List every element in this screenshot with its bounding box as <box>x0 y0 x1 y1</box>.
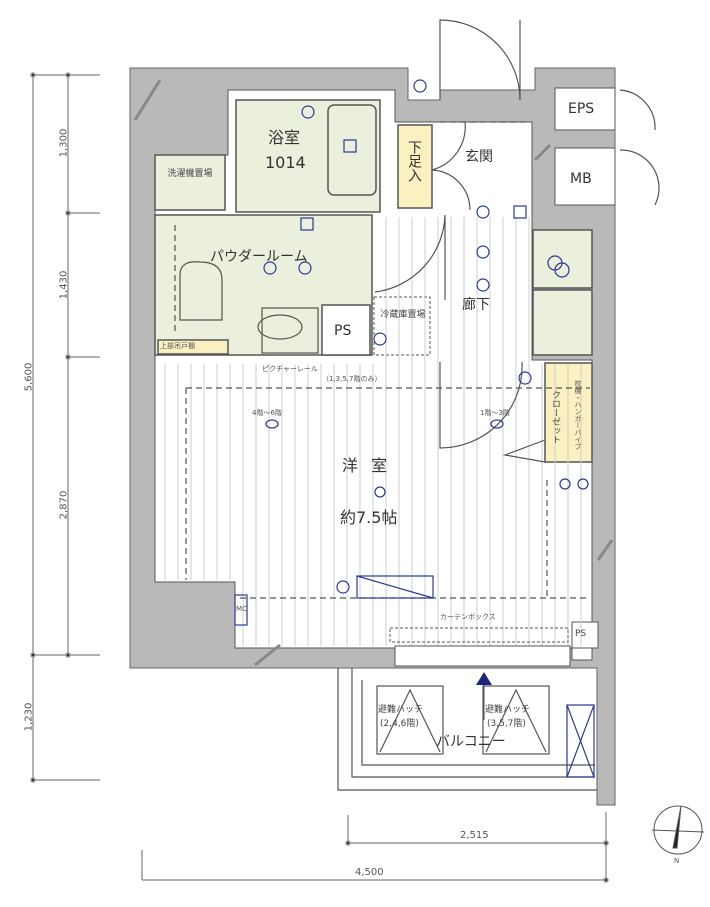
bathtub <box>327 104 377 196</box>
mc-note: MC <box>236 605 247 613</box>
picture-rail-note: ピクチャーレール <box>262 365 318 373</box>
room-label-bath: 浴室 <box>268 128 301 147</box>
hatch-2-floors: (3,5,7階) <box>487 719 526 729</box>
dim-horizontal-total: 4,500 <box>355 867 384 878</box>
closet-note: 枕棚・ハンガーパイプ <box>574 380 582 450</box>
hatch-1-label: 避難ハッチ <box>378 705 424 715</box>
room-label-balcony: バルコニー <box>436 734 506 750</box>
hatch-2-label: 避難ハッチ <box>485 705 531 715</box>
room-label-western-room: 洋 室 <box>342 456 392 475</box>
dim-vertical-balcony: 1,230 <box>23 702 35 732</box>
dimension-lines <box>30 72 609 883</box>
doors <box>374 19 660 463</box>
dim-vertical-total: 5,600 <box>23 362 35 392</box>
room-label-closet: クローゼット <box>550 390 560 444</box>
compass-north-label: N <box>674 857 680 865</box>
room-label-fridge: 冷蔵庫置場 <box>380 310 426 320</box>
room-label-shoe-storage: 下足入 <box>406 140 422 182</box>
upper-cabinet-note: 上部吊戸棚 <box>160 342 195 350</box>
room-label-western-room-size: 約7.5帖 <box>340 508 398 527</box>
room-label-eps: EPS <box>568 101 595 117</box>
room-label-powder-room: パウダールーム <box>210 249 308 265</box>
room-label-ps: PS <box>334 323 352 339</box>
fixture-symbols <box>179 79 589 626</box>
balcony-outline <box>337 668 597 791</box>
dim-vertical-3: 2,870 <box>58 490 70 520</box>
picture-rail-floors: （1,3,5,7階のみ） <box>322 375 382 383</box>
compass-icon <box>651 805 705 855</box>
light-floors-note-2: 1階～3階 <box>480 409 510 417</box>
light-floors-note-1: 4階～6階 <box>252 409 282 417</box>
dim-vertical-2: 1,430 <box>58 270 70 300</box>
dim-vertical-1: 1,300 <box>58 128 70 158</box>
room-label-mb: MB <box>570 171 592 187</box>
dim-horizontal-balcony: 2,515 <box>460 830 489 841</box>
room-label-entrance: 玄関 <box>465 149 493 165</box>
room-label-washer: 洗濯機置場 <box>167 169 213 179</box>
curtain-box-note: カーテンボックス <box>440 613 496 621</box>
room-label-hallway: 廊下 <box>462 297 490 313</box>
room-label-ps-2: PS <box>575 629 587 639</box>
room-label-bath-size: 1014 <box>265 153 306 172</box>
hatch-1-floors: (2,4,6階) <box>380 719 419 729</box>
